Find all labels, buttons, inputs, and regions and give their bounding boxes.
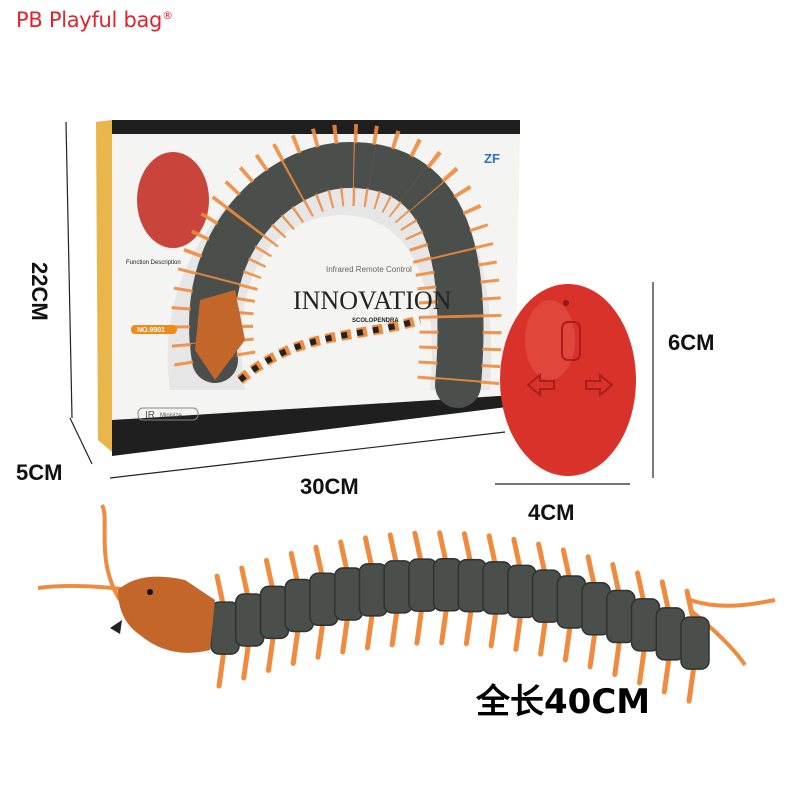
body-segment	[507, 564, 537, 619]
body-segment	[432, 558, 463, 612]
body-segment	[284, 578, 314, 633]
body-segment	[333, 567, 364, 621]
body-segment	[383, 560, 413, 614]
body-segment	[630, 598, 661, 652]
body-segment	[309, 572, 339, 627]
box-remote-image	[137, 152, 209, 248]
centipede-toy	[37, 504, 776, 704]
brand-watermark: PB Playful bag®	[16, 8, 173, 32]
box-title: INNOVATION	[293, 286, 452, 315]
product-box: INNOVATION SCOLOPENDRA Infrared Remote C…	[96, 120, 520, 456]
box-logo: ZF	[484, 151, 500, 166]
brand-registered-mark: ®	[162, 9, 173, 22]
eye-icon	[147, 589, 153, 595]
box-function-heading: Function Description	[126, 260, 181, 266]
body-segment	[210, 601, 240, 655]
body-segment	[234, 593, 265, 647]
remote-control-egg	[500, 284, 636, 476]
tail-antenna-icon	[688, 608, 747, 667]
box-model: NO.9901	[137, 327, 165, 334]
left-arrow-button	[526, 372, 555, 398]
body-segment	[259, 585, 290, 640]
remote-width-label: 4CM	[528, 500, 575, 525]
box-ir-sub: Minisize	[160, 413, 182, 419]
tail-antenna-icon	[689, 598, 776, 608]
body-segment	[408, 558, 438, 612]
body-segment	[655, 607, 686, 661]
box-depth-label: 5CM	[16, 460, 63, 485]
total-length-label: 全长40CM	[476, 682, 651, 722]
body-segment	[482, 561, 512, 615]
body-segment	[556, 575, 587, 629]
mandible-icon	[110, 620, 122, 634]
box-tagline: Infrared Remote Control	[326, 265, 412, 274]
right-arrow-button	[585, 372, 614, 398]
depth-line	[69, 417, 93, 465]
remote-height-label: 6CM	[668, 330, 715, 355]
forward-button	[561, 321, 581, 361]
box-subtitle: SCOLOPENDRA	[352, 318, 399, 324]
width-line	[109, 431, 506, 479]
box-centipede-head	[195, 290, 245, 380]
body-segment	[358, 563, 389, 617]
body-segment	[581, 582, 611, 636]
body-segment	[531, 569, 562, 623]
height-line	[65, 121, 73, 419]
brand-name: PB Playful bag	[16, 8, 163, 32]
body-segment	[680, 616, 710, 670]
centipede-head	[118, 576, 215, 653]
box-ir-label: IR	[145, 410, 155, 421]
dimension-lines	[65, 121, 654, 485]
box-width-label: 30CM	[300, 474, 359, 499]
body-segment	[606, 589, 636, 644]
antenna-icon	[37, 583, 131, 592]
box-height-label: 22CM	[27, 262, 52, 321]
body-segment	[457, 558, 488, 613]
